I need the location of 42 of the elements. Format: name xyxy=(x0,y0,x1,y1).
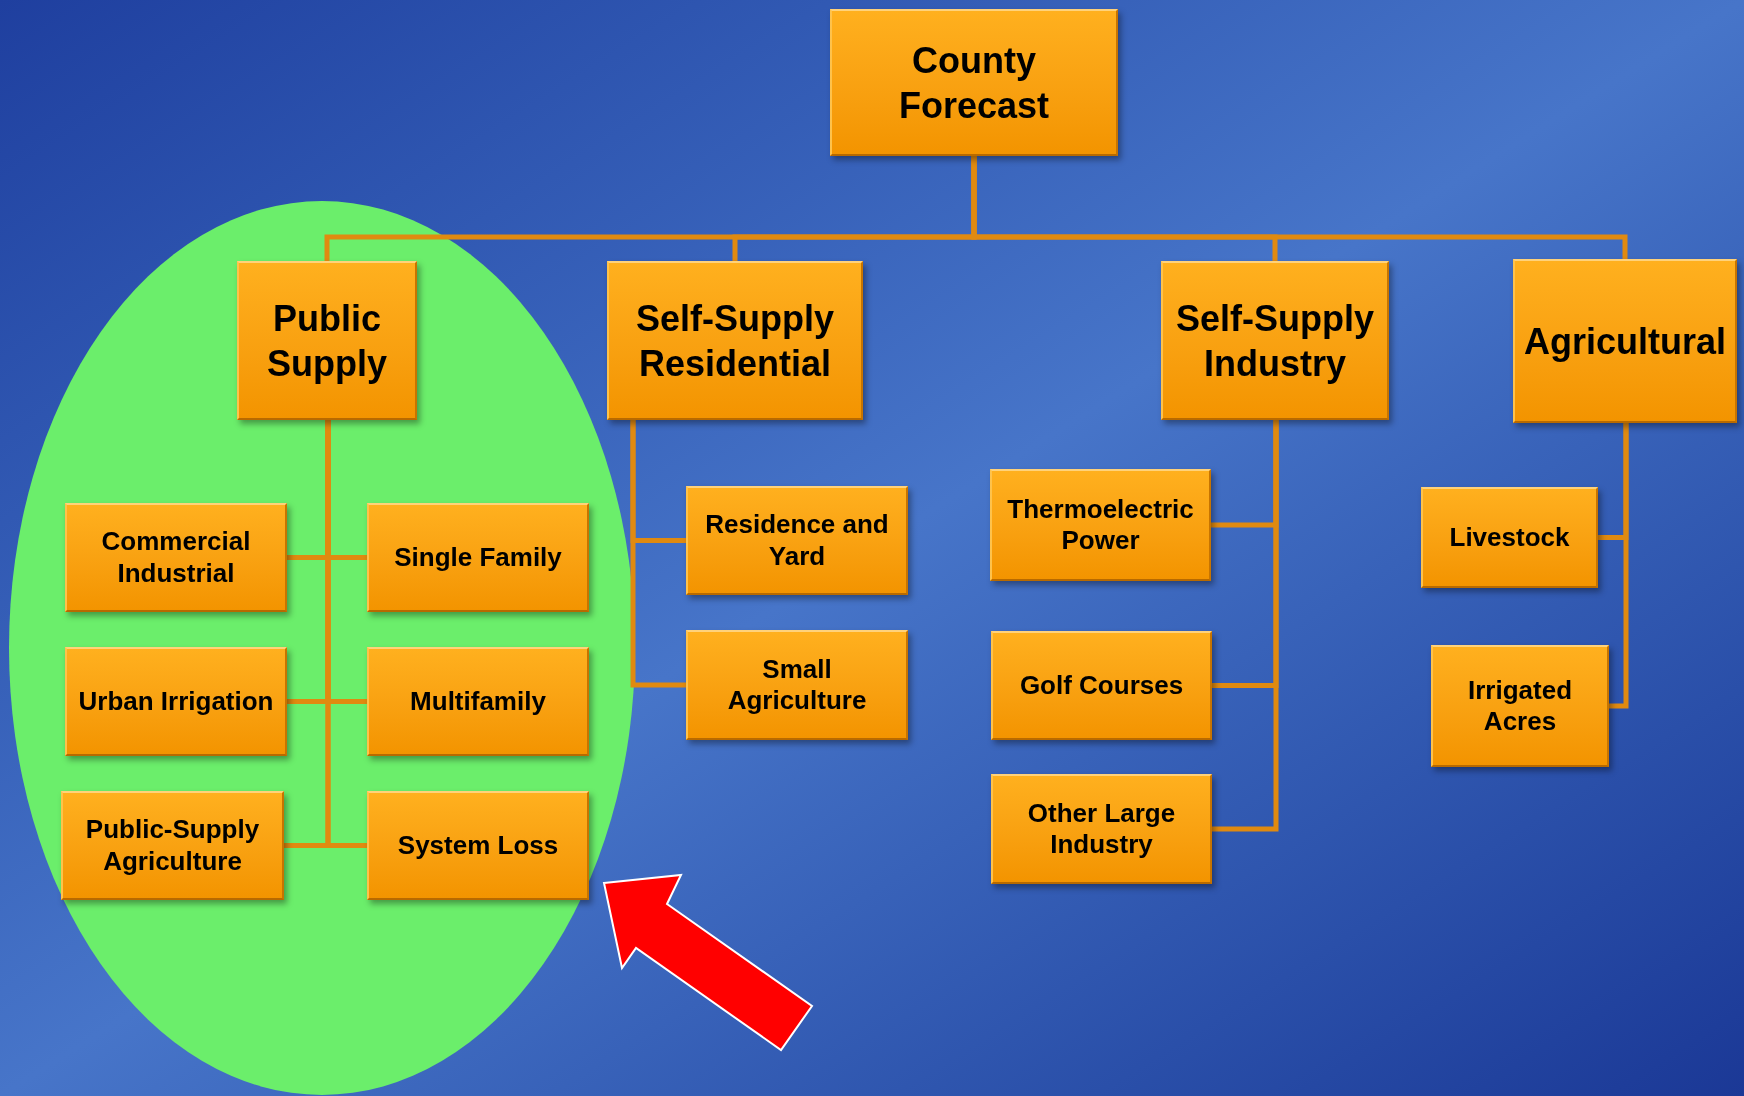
category-box xyxy=(990,469,1211,581)
box-label: Thermoelectric Power xyxy=(1006,493,1195,557)
category-box xyxy=(1421,487,1598,588)
category-box xyxy=(367,791,589,900)
category-box xyxy=(61,791,284,900)
box-label: Public Supply xyxy=(266,296,388,386)
box-label: Public-Supply Agriculture xyxy=(84,814,261,877)
connector-line xyxy=(630,420,686,688)
box-label: Self-Supply Residential xyxy=(635,296,835,386)
box-label: System Loss xyxy=(397,829,559,862)
category-box xyxy=(991,631,1212,740)
category-box xyxy=(367,647,589,756)
category-box xyxy=(65,647,287,756)
category-box xyxy=(607,261,863,420)
connector-line xyxy=(1212,420,1279,832)
box-label: Commercial Industrial xyxy=(100,526,252,589)
category-box xyxy=(65,503,287,612)
box-label: County Forecast xyxy=(897,38,1051,128)
category-box xyxy=(237,261,417,420)
block-arrow xyxy=(602,873,814,1052)
box-label: Golf Courses xyxy=(1019,669,1184,702)
category-box xyxy=(1161,261,1389,420)
category-box xyxy=(686,630,908,740)
box-label: Agricultural xyxy=(1524,319,1726,364)
connector-line xyxy=(1609,423,1629,709)
box-label: Irrigated Acres xyxy=(1467,674,1573,738)
box-label: Other Large Industry xyxy=(1026,797,1177,861)
box-label: Urban Irrigation xyxy=(78,685,274,718)
box-label: Multifamily xyxy=(410,685,546,718)
box-label: Single Family xyxy=(394,541,562,574)
category-box xyxy=(367,503,589,612)
box-label: Small Agriculture xyxy=(726,653,868,717)
box-label: Residence and Yard xyxy=(704,509,890,572)
connector-line xyxy=(325,420,367,848)
category-box xyxy=(686,486,908,595)
category-box xyxy=(1513,259,1737,423)
category-box xyxy=(830,9,1118,156)
category-box xyxy=(1431,645,1609,767)
box-label: Livestock xyxy=(1449,521,1570,554)
category-box xyxy=(991,774,1212,884)
connector-line xyxy=(971,156,1628,259)
box-label: Self-Supply Industry xyxy=(1175,296,1375,386)
